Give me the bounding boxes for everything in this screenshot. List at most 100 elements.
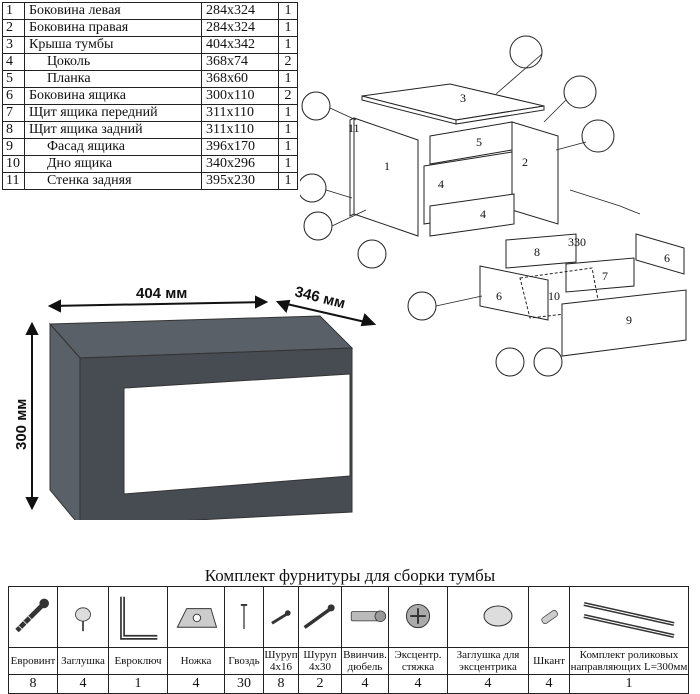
kit-label-cell: Ввинчив. дюбель [341, 647, 389, 675]
foot-icon [176, 608, 218, 628]
kit-qty-cell: 2 [298, 674, 342, 694]
kit-label-cell: Шкант [528, 647, 570, 675]
kit-qty-cell: 8 [263, 674, 299, 694]
dowel-icon [350, 610, 387, 622]
kit-qty-cell: 1 [108, 674, 168, 694]
parts-name-cell: Планка [24, 70, 202, 88]
wood-dowel-icon [541, 610, 558, 624]
kit-icon-cell [388, 586, 448, 648]
nail-icon [240, 604, 248, 630]
kit-title: Комплект фурнитуры для сборки тумбы [204, 566, 496, 585]
label-4b: 4 [480, 207, 486, 221]
hex-key-icon [120, 596, 158, 640]
kit-label-cell: Евроключ [108, 647, 168, 675]
kit-label-cell: Шуруп 4x30 [298, 647, 342, 675]
kit-icon-cell [298, 586, 342, 648]
parts-name-cell: Боковина ящика [24, 87, 202, 105]
kit-label-cell: Заглушка [57, 647, 109, 675]
parts-num-cell: 1 [2, 2, 25, 20]
kit-icon-cell [447, 586, 529, 648]
kit-qty-cell: 4 [341, 674, 389, 694]
parts-qty-cell: 1 [278, 2, 298, 20]
parts-dim-cell: 284x324 [201, 19, 279, 37]
part-left-side [353, 117, 419, 237]
parts-dim-cell: 311x110 [201, 104, 279, 122]
parts-dim-cell: 311x110 [201, 121, 279, 139]
kit-label-cell: Комплект роликовых направляющих L=300мм [569, 647, 689, 675]
kit-icon-cell [263, 586, 299, 648]
parts-num-cell: 6 [2, 87, 25, 105]
parts-dim-cell: 404x342 [201, 36, 279, 54]
parts-num-cell: 8 [2, 121, 25, 139]
kit-label-cell: Шуруп 4x16 [263, 647, 299, 675]
label-8: 8 [534, 245, 540, 259]
width-label: 404 мм [136, 285, 187, 302]
part-drawer-front [565, 257, 635, 293]
cap-icon [75, 607, 91, 632]
kit-icon-cell [528, 586, 570, 648]
label-6b: 6 [664, 251, 670, 265]
part-drawer-back [505, 233, 577, 269]
kit-qty-cell: 4 [447, 674, 529, 694]
kit-label-cell: Гвоздь [224, 647, 264, 675]
parts-num-cell: 2 [2, 19, 25, 37]
cabinet-side [49, 322, 81, 520]
kit-qty-cell: 4 [167, 674, 225, 694]
kit-icon-cell [108, 586, 168, 648]
parts-qty-cell: 2 [278, 87, 298, 105]
height-label: 300 мм [13, 399, 30, 450]
kit-label-cell: Евровинт [8, 647, 58, 675]
label-1: 1 [384, 159, 390, 173]
kit-qty-cell: 4 [57, 674, 109, 694]
kit-icon-cell [167, 586, 225, 648]
kit-icon-cell [341, 586, 389, 648]
kit-icon-cell [57, 586, 109, 648]
label-6a: 6 [496, 289, 502, 303]
parts-dim-cell: 396x170 [201, 138, 279, 156]
parts-qty-cell: 1 [278, 121, 298, 139]
kit-icon-cell [569, 586, 689, 648]
kit-label-cell: Ножка [167, 647, 225, 675]
drawer-facade [123, 373, 351, 495]
label-slide-len: 330 [568, 235, 586, 249]
parts-qty-cell: 1 [278, 138, 298, 156]
kit-label-cell: Заглушка для эксцентрика [447, 647, 529, 675]
part-plinth [429, 193, 515, 237]
label-5: 5 [476, 135, 482, 149]
parts-dim-cell: 395x230 [201, 172, 279, 190]
parts-name-cell: Стенка задняя [24, 172, 202, 190]
parts-name-cell: Крыша тумбы [24, 36, 202, 54]
parts-name-cell: Боковина левая [24, 2, 202, 20]
part-facade [561, 289, 687, 357]
long-screw-icon [303, 604, 335, 629]
parts-dim-cell: 284x324 [201, 2, 279, 20]
parts-num-cell: 7 [2, 104, 25, 122]
kit-qty-cell: 4 [388, 674, 448, 694]
parts-qty-cell: 1 [278, 19, 298, 37]
cam-lock-icon [405, 603, 431, 629]
parts-num-cell: 10 [2, 155, 25, 173]
screw-icon [15, 598, 49, 633]
parts-name-cell: Щит ящика задний [24, 121, 202, 139]
parts-qty-cell: 1 [278, 36, 298, 54]
label-9: 9 [626, 313, 632, 327]
kit-qty-cell: 4 [528, 674, 570, 694]
kit-qty-cell: 1 [569, 674, 689, 694]
label-4a: 4 [438, 177, 444, 191]
parts-qty-cell: 1 [278, 70, 298, 88]
parts-qty-cell: 1 [278, 155, 298, 173]
parts-qty-cell: 1 [278, 172, 298, 190]
cam-cap-icon [483, 605, 513, 627]
parts-dim-cell: 368x60 [201, 70, 279, 88]
drawer-slides-icon [583, 602, 675, 638]
part-drawer-side-right [635, 233, 685, 275]
